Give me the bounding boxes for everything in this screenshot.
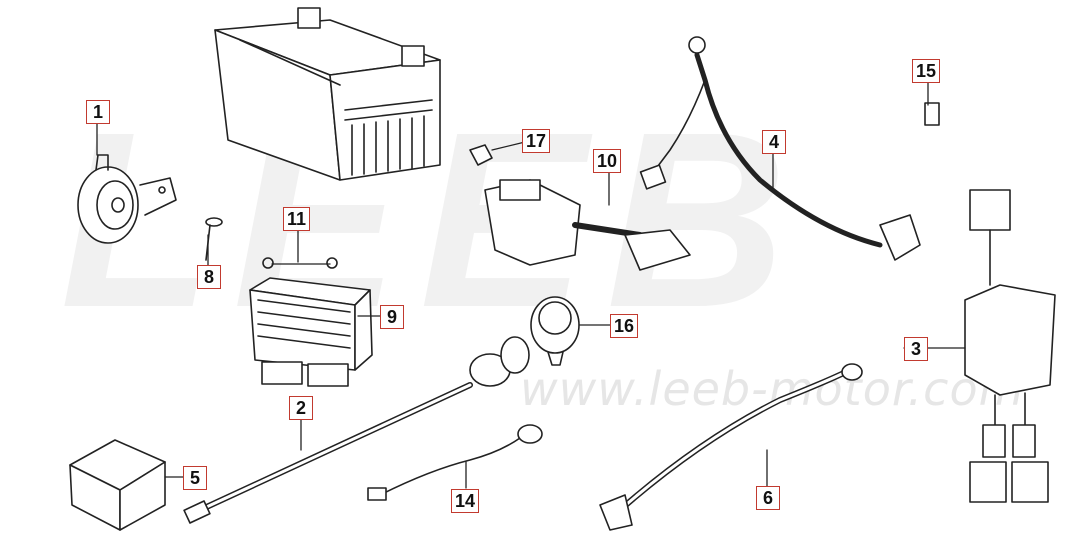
callout-8: 8	[197, 265, 221, 289]
callout-3: 3	[904, 337, 928, 361]
relay-box-part	[69, 439, 166, 531]
ground-cable-part	[639, 36, 921, 261]
clip-part-17	[469, 144, 493, 166]
callout-10: 10	[593, 149, 622, 173]
callout-15: 15	[912, 59, 941, 83]
screws-part-11	[262, 257, 338, 269]
callout-1: 1	[86, 100, 110, 124]
leader-lines	[96, 81, 966, 489]
callout-17: 17	[522, 129, 551, 153]
fuse-part	[924, 102, 940, 126]
callout-11: 11	[283, 207, 311, 231]
callout-5: 5	[183, 466, 207, 490]
cable-part-14	[367, 424, 543, 501]
battery-part	[214, 7, 441, 181]
callout-14: 14	[451, 489, 480, 513]
harness-part-2	[183, 336, 530, 524]
regulator-part	[249, 277, 373, 387]
callout-4: 4	[762, 130, 786, 154]
cdi-part	[964, 189, 1056, 503]
callout-2: 2	[289, 396, 313, 420]
callout-16: 16	[610, 314, 639, 338]
starter-relay-part	[484, 179, 691, 271]
horn-part	[77, 154, 177, 244]
callout-6: 6	[756, 486, 780, 510]
socket-part	[530, 296, 580, 366]
cable-part-6	[599, 363, 863, 531]
callout-9: 9	[380, 305, 404, 329]
